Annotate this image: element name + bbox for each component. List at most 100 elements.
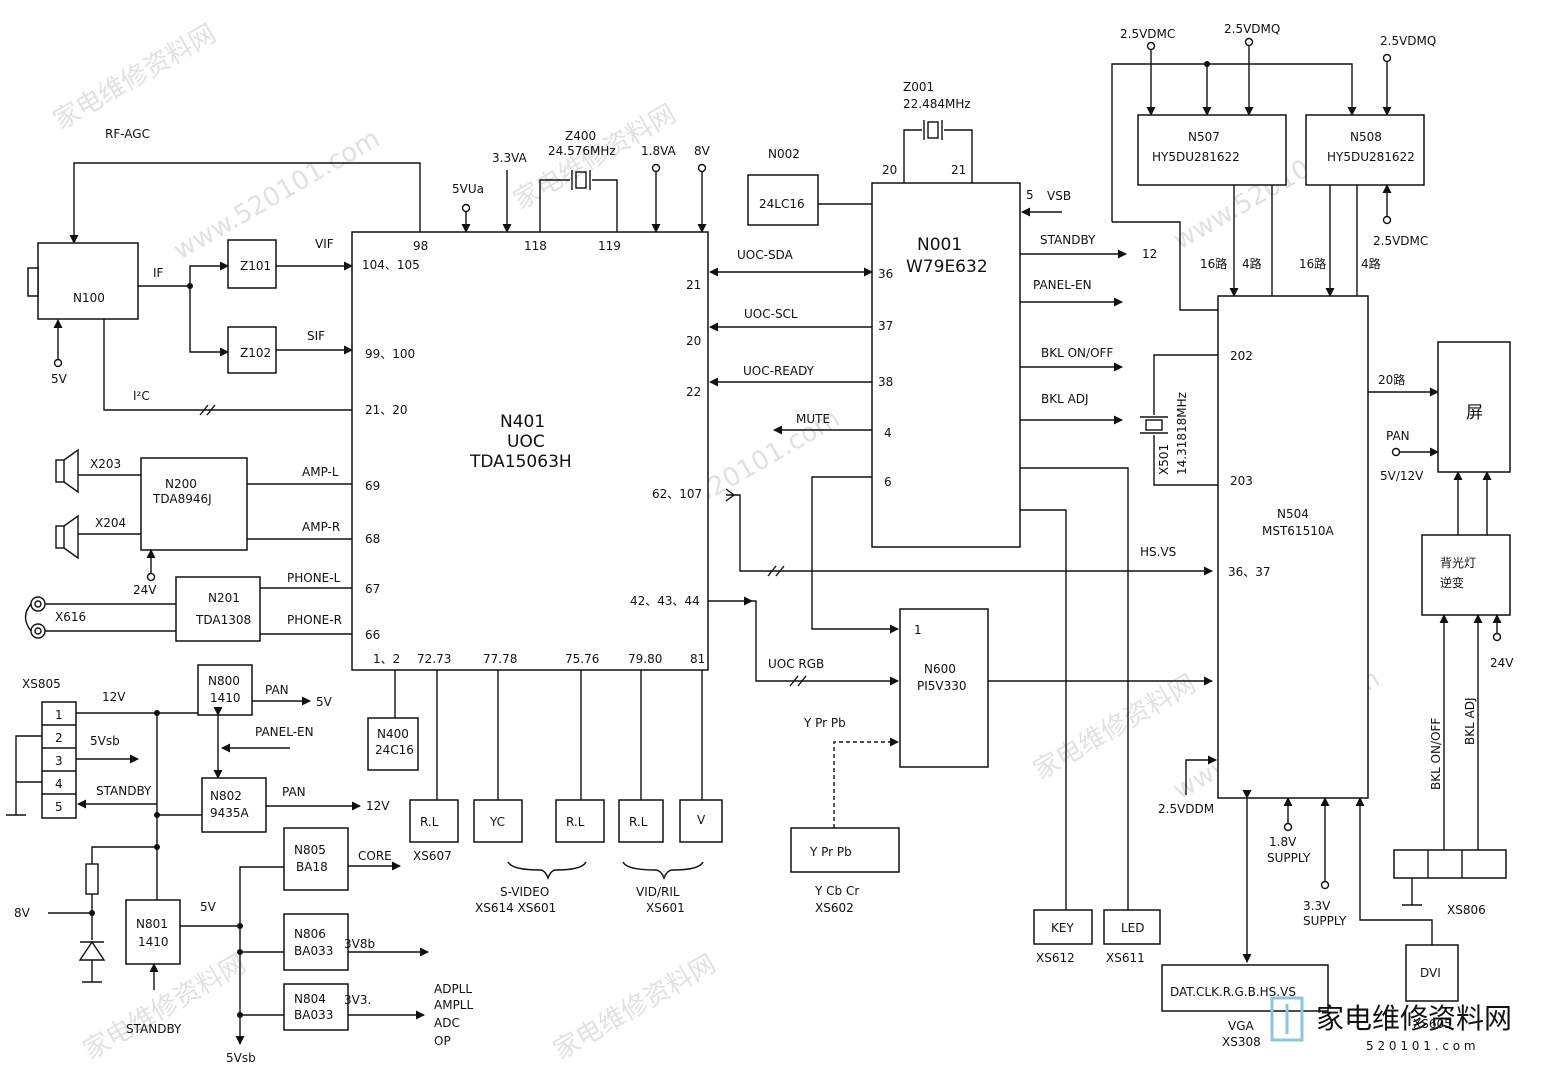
svg-text:24.576MHz: 24.576MHz (548, 144, 616, 158)
svg-text:Y Pr Pb: Y Pr Pb (809, 845, 852, 859)
svg-text:家电维修资料网: 家电维修资料网 (49, 19, 222, 136)
rgb-label: UOC RGB (768, 657, 824, 671)
x501-crystal: X501 14.31818MHz (1140, 354, 1218, 486)
vif-label: VIF (315, 237, 334, 251)
svg-text:20: 20 (686, 334, 701, 348)
connector-xs607[interactable] (409, 799, 459, 843)
connector-led[interactable] (1103, 909, 1161, 945)
svg-text:PANEL-EN: PANEL-EN (1033, 278, 1092, 292)
n401-supplies: 5VUa 3.3VA 1.8VA 8V (452, 144, 711, 233)
svg-text:W79E632: W79E632 (906, 257, 988, 277)
svg-text:XS605: XS605 (1413, 1017, 1452, 1031)
svg-text:MST61510A: MST61510A (1262, 524, 1334, 538)
scaler-n504 (1217, 295, 1369, 799)
svg-text:ADPLL: ADPLL (434, 982, 472, 996)
svg-text:24LC16: 24LC16 (759, 197, 805, 211)
svg-text:BA033: BA033 (294, 944, 333, 958)
svg-text:KEY: KEY (1051, 921, 1074, 935)
svg-text:5VUa: 5VUa (452, 182, 484, 196)
svg-text:OP: OP (434, 1034, 451, 1048)
svg-text:5V/12V: 5V/12V (1380, 469, 1424, 483)
z101-filter (227, 239, 277, 289)
connector-rl3[interactable] (618, 799, 664, 843)
svg-text:8V: 8V (694, 144, 711, 158)
svg-text:24V: 24V (1490, 656, 1514, 670)
svg-text:37: 37 (878, 319, 893, 333)
regulator-n806 (283, 913, 349, 971)
scl-label: UOC-SCL (744, 307, 798, 321)
svg-text:12: 12 (1142, 247, 1157, 261)
svg-text:TDA1308: TDA1308 (195, 613, 251, 627)
connector-vga[interactable] (1161, 964, 1329, 1012)
svg-text:AMP-L: AMP-L (302, 465, 339, 479)
svg-text:99、100: 99、100 (365, 347, 415, 361)
svg-text:Y Cb Cr: Y Cb Cr (814, 884, 859, 898)
svg-text:PAN: PAN (265, 683, 289, 697)
svg-text:N504: N504 (1277, 507, 1309, 521)
connector-xs805[interactable]: 1 2 3 4 5 (41, 701, 77, 819)
memory-n508 (1305, 114, 1425, 186)
svg-text:CORE: CORE (358, 849, 392, 863)
mcu-outputs: STANDBY 12 PANEL-EN BKL ON/OFF BKL ADJ (1020, 233, 1157, 425)
svg-text:家电维修资料网: 家电维修资料网 (79, 949, 252, 1066)
lcd-screen (1437, 341, 1511, 473)
svg-text:20: 20 (882, 163, 897, 177)
n201-amp (175, 576, 261, 642)
svg-text:V: V (697, 813, 706, 827)
svg-text:Z001: Z001 (903, 80, 934, 94)
svg-text:N801: N801 (136, 917, 168, 931)
svg-text:N508: N508 (1350, 130, 1382, 144)
svg-text:2.5VDMC: 2.5VDMC (1373, 234, 1428, 248)
hsvs-label: HS.VS (1140, 545, 1176, 559)
svg-text:XS607: XS607 (413, 849, 452, 863)
svg-text:ADC: ADC (434, 1016, 460, 1030)
svg-text:N201: N201 (208, 591, 240, 605)
svg-text:BKL ADJ: BKL ADJ (1041, 392, 1089, 406)
svg-text:1、2: 1、2 (373, 652, 400, 666)
svg-text:SUPPLY: SUPPLY (1303, 914, 1347, 928)
connector-key[interactable] (1033, 909, 1093, 945)
n401-part: TDA15063H (469, 452, 572, 472)
svg-text:75.76: 75.76 (565, 652, 599, 666)
svg-text:XS308: XS308 (1222, 1035, 1261, 1049)
svg-text:N805: N805 (294, 843, 326, 857)
watermark-logo: 家电维修资料网 5 2 0 1 0 1 . c o m (1270, 996, 1512, 1053)
n401-sub: UOC (507, 432, 545, 452)
regulator-n800 (197, 664, 253, 716)
memory-supplies: 2.5VDMC 2.5VDMQ 2.5VDMQ 2.5VDMC (1111, 22, 1436, 248)
xs805-label: XS805 (22, 677, 61, 691)
svg-text:72.73: 72.73 (417, 652, 451, 666)
svg-text:104、105: 104、105 (362, 258, 420, 272)
connector-rl2[interactable] (555, 799, 605, 843)
n401-chip (351, 231, 709, 671)
connector-xs806[interactable] (1393, 849, 1507, 879)
svg-text:21: 21 (951, 163, 966, 177)
svg-text:X501: X501 (1157, 444, 1171, 475)
z102-filter (227, 326, 277, 374)
svg-text:N600: N600 (924, 662, 956, 676)
svg-text:X203: X203 (90, 457, 121, 471)
svg-text:2: 2 (55, 731, 63, 745)
svg-text:77.78: 77.78 (483, 652, 517, 666)
svg-text:PHONE-L: PHONE-L (287, 571, 341, 585)
svg-text:XS612: XS612 (1036, 951, 1075, 965)
z400-crystal: Z400 24.576MHz (539, 129, 618, 232)
svg-text:1.8VA: 1.8VA (641, 144, 677, 158)
svg-text:N806: N806 (294, 927, 326, 941)
connector-yc[interactable] (473, 799, 523, 843)
svg-text:逆变: 逆变 (1440, 575, 1464, 590)
connector-ypbpr[interactable] (790, 827, 900, 873)
svg-text:3.3V: 3.3V (1303, 899, 1331, 913)
connector-v[interactable] (679, 799, 723, 843)
svg-text:STANDBY: STANDBY (96, 784, 152, 798)
mcu-pins: 20 21 36 37 38 4 6 5 VSB (878, 163, 1071, 489)
connector-dvi[interactable] (1405, 944, 1459, 1002)
backlight-inverter (1421, 534, 1511, 616)
svg-text:1: 1 (55, 708, 63, 722)
svg-text:家电维修资料网: 家电维修资料网 (549, 949, 722, 1066)
svg-text:3: 3 (55, 754, 63, 768)
svg-text:22.484MHz: 22.484MHz (903, 97, 971, 111)
switch-n600 (899, 608, 989, 768)
regulator-n805 (283, 827, 349, 891)
if-label: IF (153, 266, 164, 280)
